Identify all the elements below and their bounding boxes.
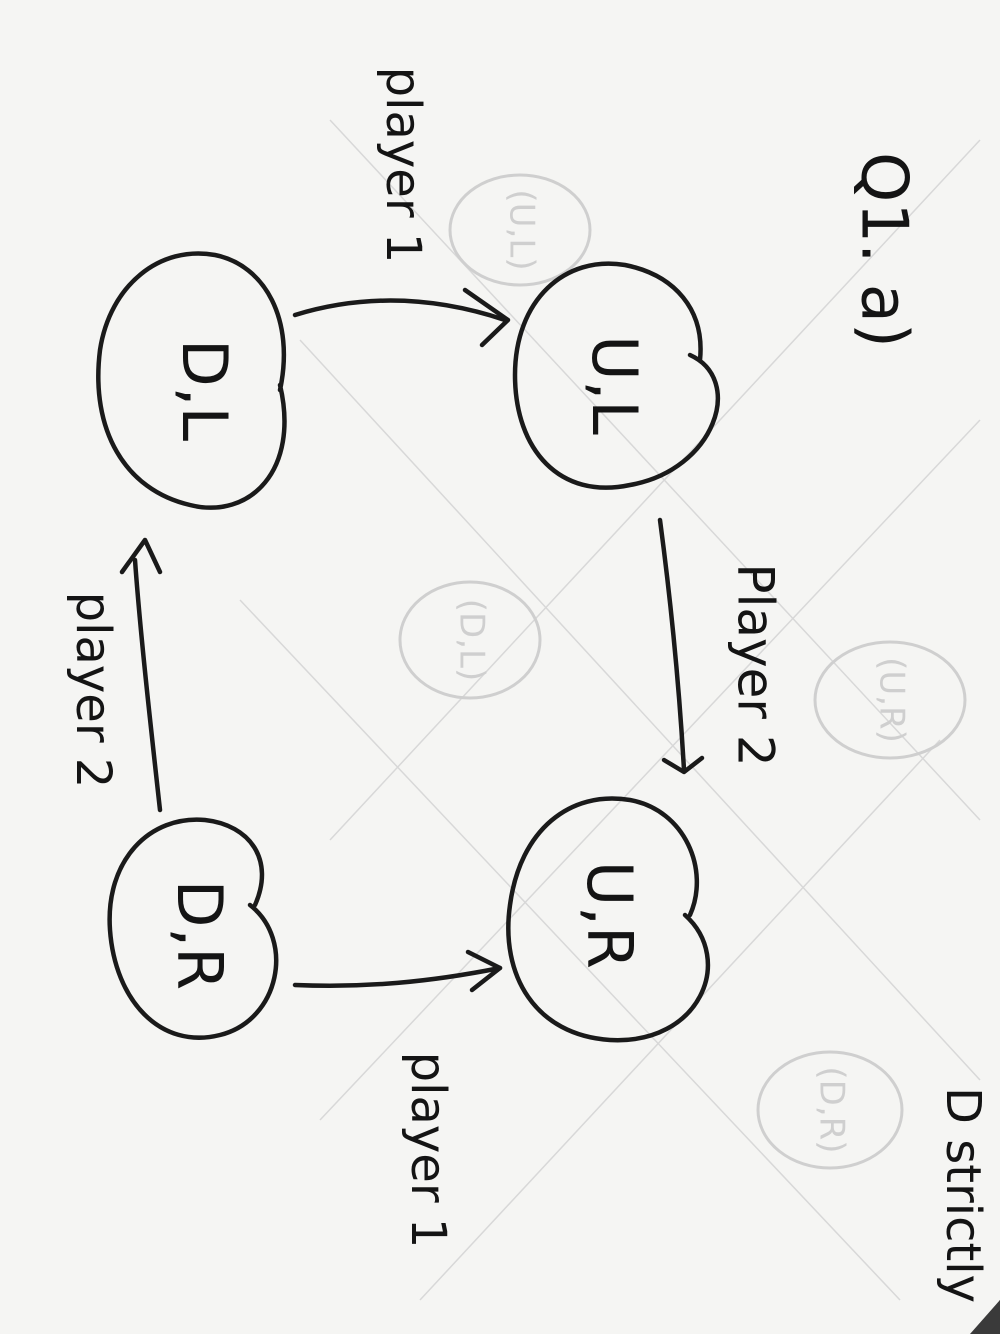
node-DR: D,R (107, 817, 279, 1040)
node-UL: U,L (512, 261, 720, 490)
edge-label: player 1 (400, 1052, 456, 1249)
ghost-line (319, 419, 981, 1121)
edge-DR-DL: player 2 (65, 537, 163, 813)
ghost-label: (D,R) (812, 1066, 852, 1153)
ghost-line (299, 339, 981, 1081)
edge-DL-UL: player 1 (292, 67, 511, 348)
arrowhead (462, 287, 511, 348)
ghost-label: (U,R) (872, 657, 912, 743)
node-UR: U,R (506, 796, 711, 1043)
edge-label: player 1 (375, 67, 431, 264)
ghost-label: (D,L) (452, 599, 492, 681)
node-ellipse (96, 251, 287, 510)
edge-arrow-line (292, 965, 503, 988)
arrowhead (119, 537, 163, 575)
arrowhead (465, 949, 503, 993)
arrowhead (661, 755, 705, 775)
desk-corner (970, 1300, 1000, 1334)
node-label: U,R (573, 861, 646, 969)
node-ellipse (107, 817, 279, 1040)
edge-DR-UR: player 1 (292, 949, 503, 1249)
node-ellipse (506, 796, 711, 1043)
node-label: U,L (578, 335, 651, 435)
edge-UL-UR: Player 2 (657, 517, 785, 775)
ghost-line (239, 599, 901, 1301)
partial-edge-text: D strictly (935, 1087, 991, 1303)
ghost-node (398, 580, 542, 700)
edge-arrow-line (132, 557, 163, 813)
bleed-through-nodes: (U,L) (D,L) (U,R) (D,R) (398, 173, 967, 1170)
edge-label: player 2 (65, 592, 121, 789)
edge-label: Player 2 (727, 563, 785, 766)
ghost-line (329, 139, 981, 841)
diagram-title: Q1. a) (846, 152, 920, 348)
ghost-node (448, 173, 592, 287)
edge-arrow-line (657, 517, 687, 773)
ghost-line (329, 119, 981, 821)
node-ellipse (512, 261, 720, 490)
ghost-label: (U,L) (502, 189, 542, 270)
ghost-node (813, 640, 967, 760)
node-DL: D,L (96, 251, 287, 510)
node-label: D,R (163, 880, 236, 991)
node-label: D,L (168, 339, 241, 441)
ghost-node (756, 1050, 904, 1170)
edge-arrow-line (292, 298, 508, 323)
